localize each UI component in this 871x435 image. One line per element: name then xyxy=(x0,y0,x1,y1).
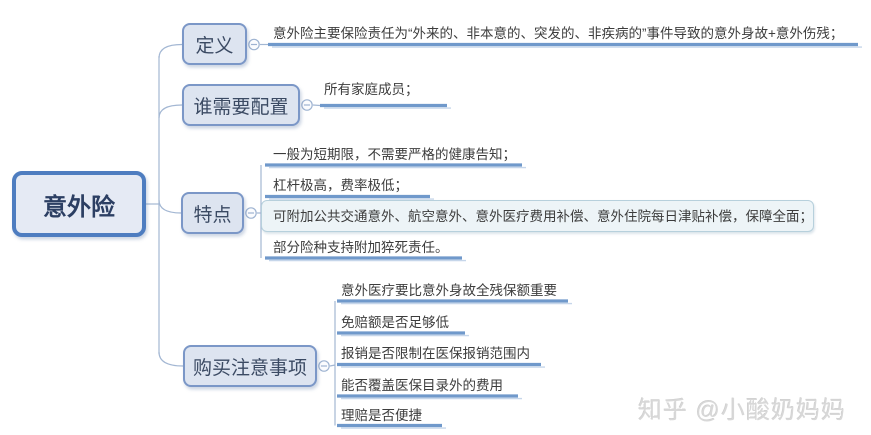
leaf-definition-text[interactable]: 意外险主要保险责任为“外来的、非本意的、突发的、非疾病的”事件导致的意外身故+意… xyxy=(273,26,844,41)
collapse-toggle-buying-notes[interactable] xyxy=(318,360,330,372)
leaf-note-medical-coverage[interactable]: 意外医疗要比意外身故全残保额重要 xyxy=(341,283,557,298)
leaf-all-family-members[interactable]: 所有家庭成员； xyxy=(324,82,419,97)
leaf-note-deductible[interactable]: 免赔额是否足够低 xyxy=(341,315,449,330)
connector-lines xyxy=(146,43,336,426)
leaf-note-easy-claims[interactable]: 理赔是否便捷 xyxy=(341,408,422,423)
node-buying-notes[interactable]: 购买注意事项 xyxy=(183,345,317,387)
topic-lines xyxy=(265,42,858,428)
collapse-toggle-features[interactable] xyxy=(245,207,257,219)
highlight-box xyxy=(261,200,814,232)
node-features[interactable]: 特点 xyxy=(181,192,244,234)
node-definition[interactable]: 定义 xyxy=(182,23,247,65)
leaf-feature-sudden-death[interactable]: 部分险种支持附加猝死责任。 xyxy=(273,240,449,255)
collapse-toggle-who-needs[interactable] xyxy=(301,99,313,111)
node-who-needs[interactable]: 谁需要配置 xyxy=(182,84,300,126)
leaf-note-reimburse-scope[interactable]: 报销是否限制在医保报销范围内 xyxy=(341,346,530,361)
leaf-note-outside-catalog[interactable]: 能否覆盖医保目录外的费用 xyxy=(341,378,503,393)
leaf-feature-addons[interactable]: 可附加公共交通意外、航空意外、意外医疗费用补偿、意外住院每日津贴补偿，保障全面； xyxy=(273,209,813,224)
node-root-accident-insurance[interactable]: 意外险 xyxy=(12,171,146,237)
leaf-feature-high-leverage[interactable]: 杠杆极高，费率极低； xyxy=(273,178,408,193)
collapse-toggle-definition[interactable] xyxy=(248,38,260,51)
watermark: 知乎 @小酸奶妈妈 xyxy=(638,397,847,424)
leaf-feature-short-term[interactable]: 一般为短期限，不需要严格的健康告知； xyxy=(273,147,516,162)
